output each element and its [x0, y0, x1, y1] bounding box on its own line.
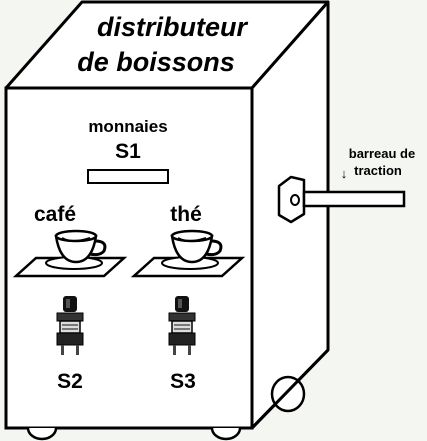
- button-label-s3: S3: [170, 370, 196, 393]
- machine-title-line1: distributeur: [97, 12, 248, 42]
- pull-lever: [277, 175, 406, 224]
- machine-side-face-edge: [250, 348, 330, 430]
- drink-label-tea: thé: [170, 203, 202, 226]
- wheel-back-right: [270, 375, 306, 413]
- button-label-s2: S2: [57, 370, 83, 393]
- push-button-s3: [168, 296, 196, 355]
- lever-label-line1: barreau de: [349, 146, 415, 161]
- cup-tea-icon: [130, 229, 246, 278]
- lever-arrow-icon: ↓: [341, 166, 348, 181]
- cup-coffee-icon: [12, 229, 128, 278]
- drink-label-coffee: café: [34, 203, 76, 226]
- lever-label-line2: traction: [354, 163, 402, 178]
- coin-slot: [87, 169, 169, 184]
- machine-title-line2: de boissons: [77, 47, 235, 77]
- coin-label: monnaies: [88, 117, 167, 136]
- coin-sensor-label: S1: [115, 140, 141, 163]
- wheel-front-right: [210, 427, 242, 441]
- wheel-front-left: [26, 427, 58, 441]
- push-button-s2: [56, 296, 84, 355]
